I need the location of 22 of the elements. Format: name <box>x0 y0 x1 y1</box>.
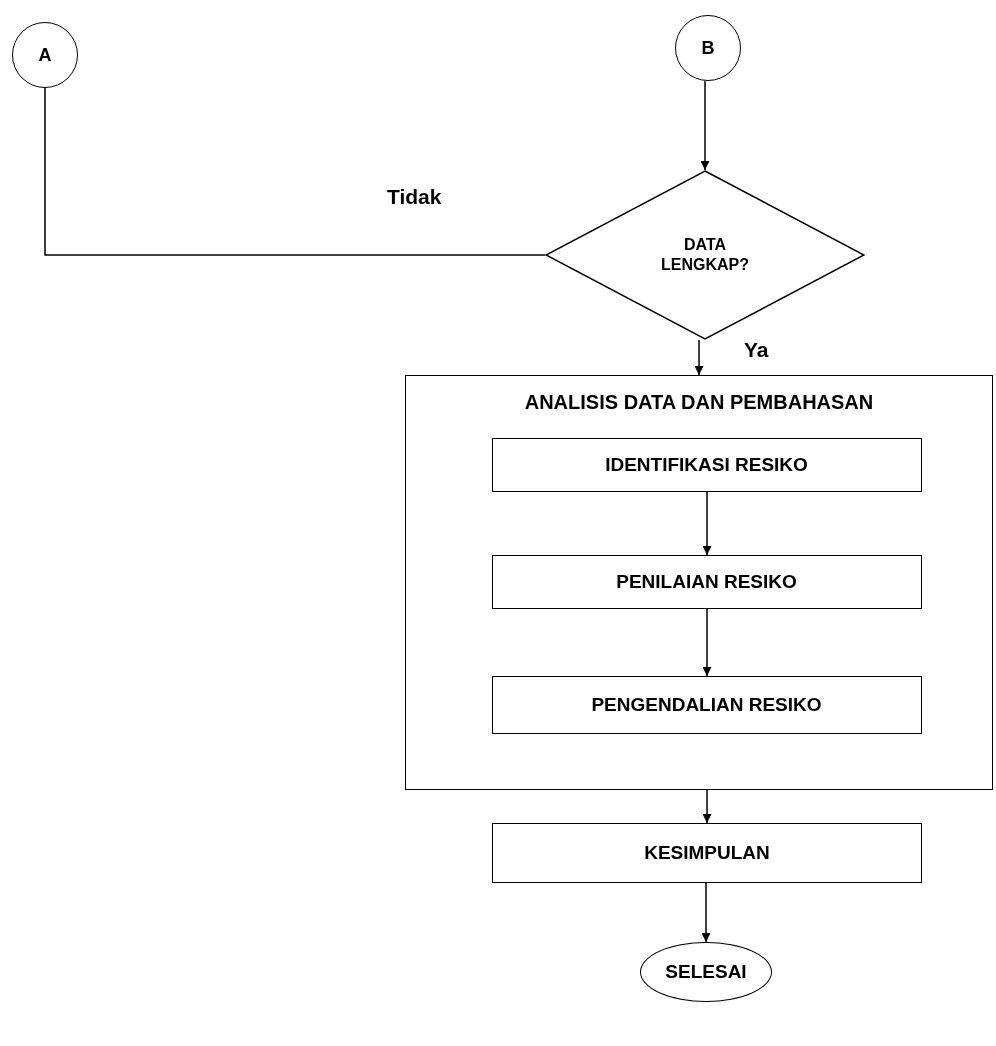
node-label: IDENTIFIKASI RESIKO <box>605 452 808 477</box>
process-box <box>491 554 922 609</box>
process-box <box>491 675 922 734</box>
arrow <box>702 789 712 824</box>
node-label: B <box>701 36 715 60</box>
node-label: A <box>38 43 52 67</box>
node-label: DATA LENGKAP? <box>660 235 750 275</box>
node-label: PENILAIAN RESIKO <box>616 569 797 594</box>
arrow <box>701 882 711 943</box>
node-label: PENGENDALIAN RESIKO <box>591 692 822 717</box>
node-label: KESIMPULAN <box>644 841 770 865</box>
group-title: ANALISIS DATA DAN PEMBAHASAN <box>524 390 874 415</box>
process-box <box>491 437 922 492</box>
arrow <box>694 339 704 376</box>
connector-line <box>44 87 546 256</box>
group-box <box>405 375 993 790</box>
node-label: SELESAI <box>665 960 747 984</box>
decision-diamond <box>545 170 865 340</box>
arrow <box>700 80 710 171</box>
arrow <box>702 491 712 556</box>
process-box <box>492 823 922 883</box>
arrow <box>702 608 712 677</box>
